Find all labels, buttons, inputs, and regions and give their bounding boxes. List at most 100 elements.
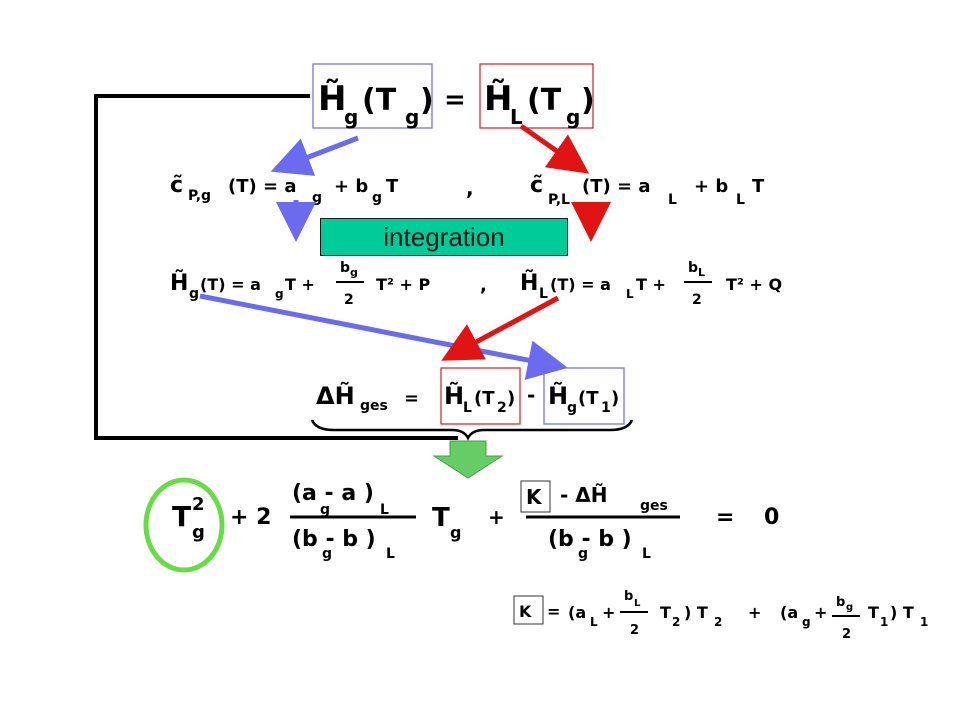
blue-arrow-cross	[199, 293, 568, 380]
svg-text:T: T	[868, 603, 879, 622]
svg-text:b: b	[836, 595, 845, 610]
svg-text:g: g	[450, 523, 461, 542]
svg-text:(a: (a	[780, 603, 798, 622]
svg-text:L: L	[668, 192, 677, 208]
svg-text:2: 2	[630, 623, 639, 638]
svg-text:=: =	[716, 505, 734, 530]
svg-text:2: 2	[842, 627, 851, 642]
svg-text:T: T	[172, 500, 191, 533]
svg-text:L: L	[380, 502, 389, 518]
svg-text:g: g	[846, 602, 853, 613]
svg-text:T² + P: T² + P	[376, 275, 430, 294]
integration-label: integration	[320, 218, 568, 256]
svg-text:T: T	[752, 176, 765, 197]
svg-text:+ b: + b	[334, 176, 368, 197]
svg-text:H̃: H̃	[484, 79, 512, 119]
svg-text:+: +	[602, 603, 615, 622]
svg-text:+: +	[814, 603, 827, 622]
svg-text:g: g	[350, 266, 358, 279]
svg-text:g: g	[322, 546, 332, 562]
hg-tg-box	[312, 63, 433, 129]
svg-text:2: 2	[714, 615, 722, 629]
svg-text:g: g	[566, 105, 580, 129]
delta-equation: ΔH̃ ges = H̃ L (T 2 ) - H̃ g (T 1 )	[316, 382, 619, 416]
svg-text:b: b	[340, 260, 350, 276]
svg-text:P,L: P,L	[548, 192, 570, 208]
svg-text:ges: ges	[640, 498, 668, 514]
svg-text:(T) = a: (T) = a	[550, 275, 611, 294]
svg-text:2: 2	[672, 615, 680, 629]
svg-text:L: L	[539, 286, 548, 302]
svg-text:2: 2	[497, 400, 507, 416]
heat-capacity-left: c̃ P,g (T) = a g + b g T	[170, 173, 399, 206]
svg-text:L: L	[590, 615, 598, 629]
svg-text:-: -	[527, 383, 535, 407]
hg-t1-box	[543, 367, 625, 425]
svg-text:L: L	[736, 192, 745, 208]
svg-text:(T: (T	[474, 388, 495, 409]
svg-text:L: L	[463, 400, 472, 416]
tg-squared-circle	[143, 477, 225, 573]
hl-tg-box	[479, 63, 594, 129]
svg-text:H̃: H̃	[520, 270, 538, 296]
svg-text:1: 1	[880, 615, 888, 629]
svg-text:g: g	[372, 190, 382, 206]
svg-text:b: b	[624, 589, 633, 604]
enthalpy-right: H̃ L (T) = a L T + b L 2 T² + Q	[520, 260, 782, 308]
enthalpy-comma: ,	[480, 275, 487, 296]
svg-text:g: g	[189, 286, 199, 302]
red-arrow-cross	[441, 295, 560, 361]
svg-text:K: K	[526, 485, 543, 509]
svg-text:(b - b ): (b - b )	[548, 527, 632, 552]
svg-text:+ b: + b	[694, 176, 728, 197]
svg-text:(a - a ): (a - a )	[292, 481, 374, 506]
svg-text:g: g	[802, 615, 811, 629]
blue-arrow-top	[270, 135, 359, 176]
k-def-box	[513, 595, 544, 625]
svg-text:=: =	[547, 602, 560, 621]
svg-text:=: =	[404, 388, 419, 409]
heat-capacity-right: c̃ P,L (T) = a L + b L T	[530, 173, 765, 208]
svg-text:(T: (T	[362, 83, 397, 118]
hl-t2-box	[440, 367, 521, 425]
svg-text:+ 2: + 2	[230, 505, 271, 530]
svg-text:+: +	[488, 505, 505, 529]
svg-text:): )	[420, 83, 434, 118]
red-arrow-top	[519, 123, 590, 174]
svg-text:ges: ges	[360, 398, 388, 414]
svg-text:g: g	[312, 190, 322, 206]
feedback-loop-line	[94, 94, 458, 440]
svg-text:g: g	[320, 502, 330, 518]
svg-text:c̃: c̃	[530, 173, 543, 198]
svg-text:2: 2	[344, 292, 354, 308]
k-box	[520, 480, 551, 513]
svg-text:=: =	[444, 85, 466, 115]
svg-text:b: b	[688, 260, 698, 276]
svg-text:2: 2	[692, 292, 702, 308]
svg-text:L: L	[642, 546, 651, 562]
svg-text:(T) = a: (T) = a	[200, 275, 261, 294]
svg-text:T: T	[432, 503, 450, 533]
svg-text:H̃: H̃	[444, 382, 464, 410]
svg-text:H̃: H̃	[548, 382, 568, 410]
svg-text:L: L	[698, 266, 705, 279]
svg-text:T: T	[660, 603, 671, 622]
svg-text:+: +	[748, 603, 761, 622]
svg-text:L: L	[510, 105, 523, 129]
svg-text:g: g	[192, 522, 205, 543]
svg-text:P,g: P,g	[188, 188, 211, 204]
enthalpy-left: H̃ g (T) = a g T + b g 2 T² + P	[170, 260, 430, 308]
svg-text:- ΔH̃: - ΔH̃	[560, 483, 607, 507]
svg-text:) T: ) T	[684, 603, 708, 622]
heat-capacity-comma: ,	[466, 176, 474, 200]
svg-text:(b - b ): (b - b )	[292, 527, 376, 552]
svg-text:g: g	[578, 546, 588, 562]
svg-text:H̃: H̃	[170, 270, 188, 296]
svg-text:L: L	[626, 287, 634, 301]
svg-text:L: L	[634, 598, 641, 609]
quadratic-equation: T 2 g + 2 (a - a ) g L (b - b ) g L T g …	[172, 481, 779, 562]
svg-text:(T: (T	[527, 83, 562, 118]
svg-text:T² + Q: T² + Q	[726, 275, 782, 294]
k-definition: K = (a L + b L 2 T 2 ) T 2 + (a g + b g …	[519, 589, 928, 642]
